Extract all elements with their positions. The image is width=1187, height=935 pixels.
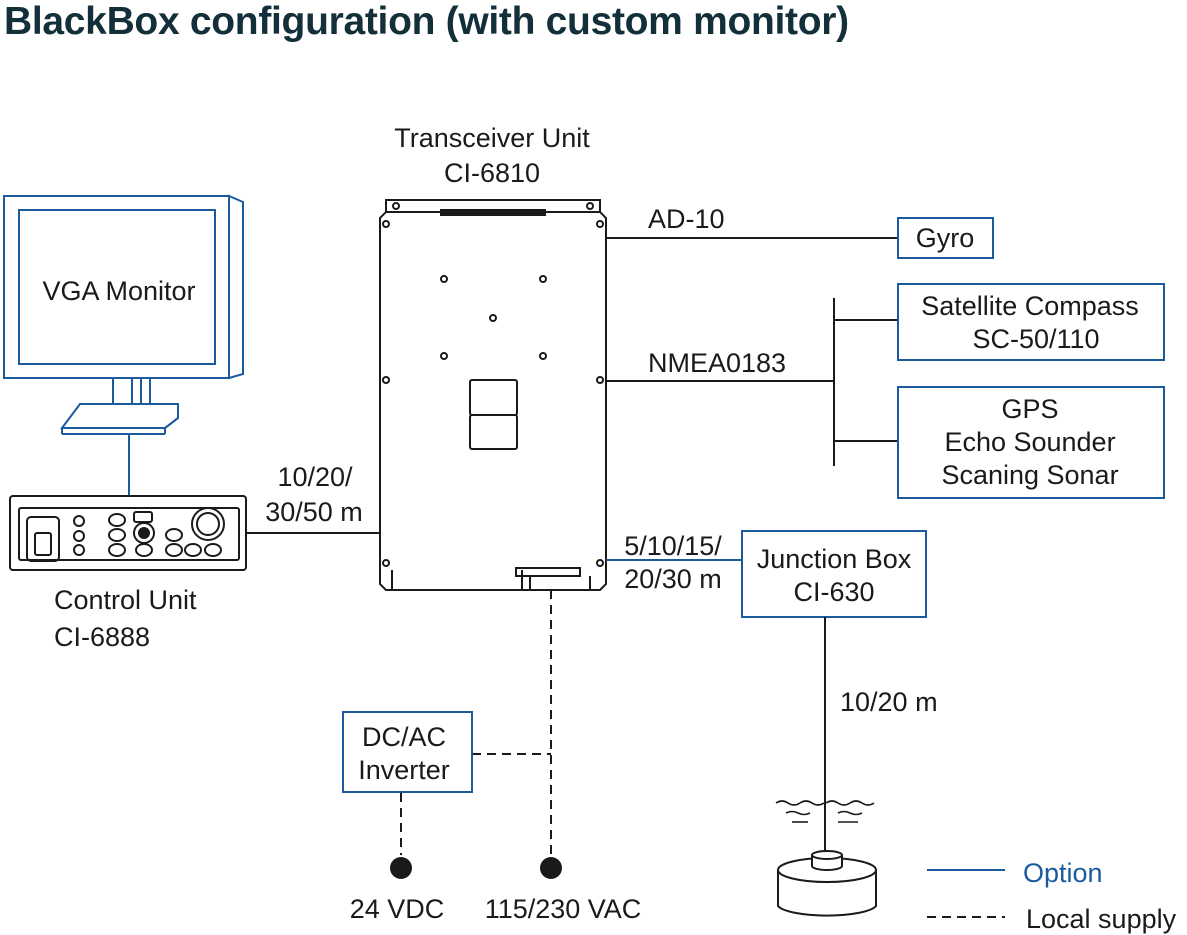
transducer <box>777 850 877 917</box>
satellite-compass-name: Satellite Compass <box>921 291 1139 321</box>
transceiver-unit <box>379 199 607 591</box>
transceiver-model: CI-6810 <box>444 158 540 188</box>
legend-option-label: Option <box>1023 858 1103 888</box>
satellite-compass-model: SC-50/110 <box>972 324 1099 354</box>
satellite-compass-box <box>897 283 1165 361</box>
gyro-box <box>897 217 994 259</box>
inverter-label-1: DC/AC <box>362 722 446 752</box>
control-unit-model: CI-6888 <box>54 622 150 652</box>
power-lines <box>400 590 552 855</box>
gps-group-box <box>897 386 1165 499</box>
control-cable-label-2: 30/50 m <box>265 497 363 527</box>
junction-box <box>741 530 927 618</box>
dc-supply-label: 24 VDC <box>350 894 445 924</box>
page-title: BlackBox configuration (with custom moni… <box>4 0 849 43</box>
nmea-cable-label: NMEA0183 <box>648 348 786 378</box>
nmea-bus-lines <box>606 298 898 466</box>
junction-cable-label-2: 20/30 m <box>624 564 722 594</box>
control-unit <box>9 495 247 571</box>
ac-supply-terminal <box>540 857 562 879</box>
vga-monitor-label: VGA Monitor <box>42 276 195 306</box>
dc-supply-terminal <box>390 857 412 879</box>
control-cable-label-1: 10/20/ <box>277 462 353 492</box>
junction-box-model: CI-630 <box>793 577 874 607</box>
ac-supply-label: 115/230 VAC <box>485 894 642 924</box>
transceiver-name: Transceiver Unit <box>394 123 590 153</box>
gyro-label: Gyro <box>916 223 975 253</box>
junction-cable-label-1: 5/10/15/ <box>624 531 722 561</box>
transducer-cable-label: 10/20 m <box>840 687 938 717</box>
water-surface <box>775 800 875 823</box>
echo-sounder-label: Echo Sounder <box>944 427 1115 457</box>
gyro-cable-label: AD-10 <box>648 204 725 234</box>
inverter-box <box>342 711 473 793</box>
legend: Option Local supply <box>927 858 1177 934</box>
legend-local-supply-label: Local supply <box>1026 904 1177 934</box>
junction-box-name: Junction Box <box>757 544 912 574</box>
inverter-label-2: Inverter <box>358 755 450 785</box>
gps-label: GPS <box>1001 394 1058 424</box>
control-unit-name: Control Unit <box>54 585 197 615</box>
scanning-sonar-label: Scaning Sonar <box>941 460 1118 490</box>
vga-monitor <box>3 194 244 496</box>
